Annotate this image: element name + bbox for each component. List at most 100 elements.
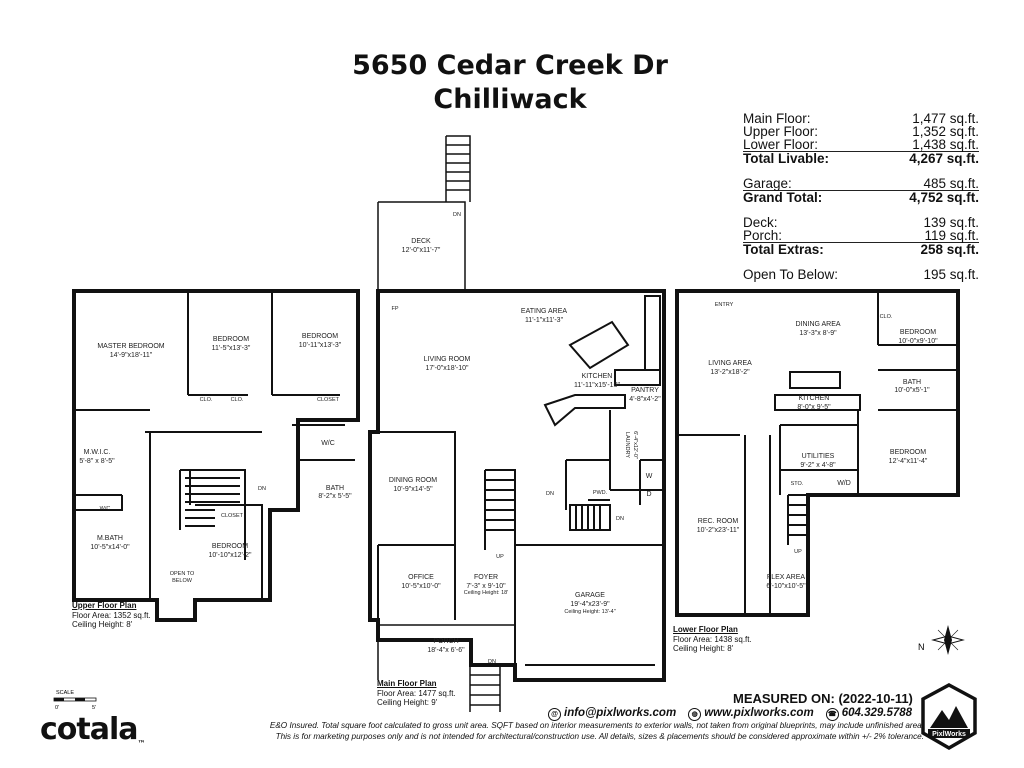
kitchen-size: 11'-11"x15'-10" bbox=[574, 382, 620, 389]
open-to-below-label: OPEN TO bbox=[170, 571, 195, 577]
area-value: 195 sq.ft. bbox=[923, 267, 979, 282]
garage-label: GARAGE bbox=[575, 592, 605, 599]
compass-north-label: N bbox=[918, 642, 925, 652]
deck-dn-label: DN bbox=[453, 212, 461, 218]
deck-size: 12'-0"x11'-7" bbox=[402, 247, 441, 254]
upper-clo2-label: CLO. bbox=[231, 397, 244, 403]
upper-interior-walls bbox=[74, 291, 355, 600]
deck-outline bbox=[377, 201, 466, 291]
area-label: Main Floor: bbox=[743, 111, 811, 126]
office-label: OFFICE bbox=[408, 574, 434, 581]
phone-contact[interactable]: ☎604.329.5788 bbox=[825, 707, 913, 721]
entry-label: ENTRY bbox=[715, 302, 734, 308]
scale-bar: SCALE 0' 5' bbox=[53, 690, 97, 711]
upper-clo1-label: CLO. bbox=[200, 397, 213, 403]
lower-room-labels: ENTRY DINING AREA 13'-3"x 8'-9" LIVING A… bbox=[697, 302, 938, 590]
upper-bedroom1-label: BEDROOM bbox=[213, 336, 249, 343]
main-room-labels: DECK 12'-0"x11'-7" EATING AREA 11'-1"x11… bbox=[389, 212, 661, 665]
lower-kitchen-island bbox=[774, 371, 861, 411]
main-interior-walls bbox=[377, 410, 664, 680]
email-icon: @ bbox=[548, 708, 561, 721]
upper-bedroom3-label: BEDROOM bbox=[212, 543, 248, 550]
main-caption-ceiling: Ceiling Height: 9' bbox=[377, 698, 438, 707]
upper-bedroom1-size: 11'-5"x13'-3" bbox=[212, 345, 251, 352]
kitchen-label: KITCHEN bbox=[582, 373, 613, 380]
upper-room-labels: MASTER BEDROOM 14'-9"x18'-11" BEDROOM 11… bbox=[79, 333, 352, 584]
contact-info: @info@pixlworks.com ◍www.pixlworks.com ☎… bbox=[548, 707, 912, 721]
main-caption-area: Floor Area: 1477 sq.ft. bbox=[377, 688, 456, 698]
lower-bedroom2-label: BEDROOM bbox=[890, 449, 926, 456]
upper-caption-title: Upper Floor Plan bbox=[72, 601, 137, 610]
deck-label: DECK bbox=[411, 238, 431, 245]
upper-floor-caption: Upper Floor Plan Floor Area: 1352 sq.ft.… bbox=[72, 601, 151, 630]
phone-icon: ☎ bbox=[825, 708, 839, 721]
area-row: Main Floor:1,477 sq.ft. bbox=[743, 111, 979, 126]
main-caption-title: Main Floor Plan bbox=[377, 679, 437, 688]
rec-room-label: REC. ROOM bbox=[698, 518, 739, 525]
porch-label: PORCH bbox=[433, 638, 458, 645]
living-room-size: 17'-0"x18'-10" bbox=[425, 365, 469, 372]
lower-bedroom1-size: 10'-0"x9'-10" bbox=[898, 338, 938, 345]
email-text: info@pixlworks.com bbox=[564, 707, 677, 719]
area-row: Deck: 139 sq.ft. bbox=[743, 215, 979, 230]
flex-area-label: FLEX AREA bbox=[767, 574, 805, 581]
rec-room-size: 10'-2"x23'-11" bbox=[697, 527, 740, 534]
area-value: 4,267 sq.ft. bbox=[909, 151, 979, 166]
lower-clo-label: CLO. bbox=[880, 314, 893, 320]
area-row: Upper Floor:1,352 sq.ft. bbox=[743, 124, 979, 139]
lower-bath-label: BATH bbox=[903, 379, 921, 386]
lower-caption-area: Floor Area: 1438 sq.ft. bbox=[673, 634, 752, 644]
area-value: 258 sq.ft. bbox=[920, 242, 979, 257]
lower-living-size: 13'-2"x18'-2" bbox=[710, 369, 750, 376]
open-to-below-label2: BELOW bbox=[172, 578, 193, 584]
lower-living-label: LIVING AREA bbox=[708, 360, 752, 367]
phone-text: 604.329.5788 bbox=[841, 707, 913, 719]
main-stairs bbox=[484, 469, 611, 550]
kitchen-island bbox=[543, 320, 630, 427]
logo-text: PixlWorks bbox=[932, 731, 966, 738]
area-label: Upper Floor: bbox=[743, 124, 819, 139]
upper-bedroom3-size: 10'-10"x12'-2" bbox=[208, 552, 252, 559]
globe-icon: ◍ bbox=[688, 708, 702, 721]
washer-label: W bbox=[646, 473, 653, 480]
web-contact[interactable]: ◍www.pixlworks.com bbox=[688, 707, 814, 721]
dining-room-label: DINING ROOM bbox=[389, 477, 437, 484]
lower-kitchen-size: 8'-0"x 9'-5" bbox=[797, 404, 831, 411]
email-contact[interactable]: @info@pixlworks.com bbox=[548, 707, 676, 721]
scale-max: 5' bbox=[92, 705, 96, 711]
fireplace-label: FP bbox=[391, 306, 398, 312]
lower-bath-size: 10'-0"x5'-1" bbox=[894, 387, 930, 394]
area-label: Grand Total: bbox=[743, 190, 823, 205]
lower-floor-caption: Lower Floor Plan Floor Area: 1438 sq.ft.… bbox=[673, 625, 752, 654]
area-label: Total Livable: bbox=[743, 151, 830, 166]
area-row: Lower Floor:1,438 sq.ft. bbox=[743, 137, 979, 152]
lower-up-label: UP bbox=[794, 549, 802, 555]
master-bath-size: 10'-5"x14'-0" bbox=[90, 544, 130, 551]
dryer-label: D bbox=[646, 491, 651, 498]
area-total-row: Total Livable: 4,267 sq.ft. bbox=[743, 151, 979, 165]
area-row: Porch:119 sq.ft. bbox=[743, 229, 979, 243]
disclaimer-line1: E&O Insured. Total square foot calculate… bbox=[269, 721, 924, 730]
area-label: Deck: bbox=[743, 215, 778, 230]
washer-dryer-label: W/D bbox=[837, 480, 851, 487]
area-total-row: Total Extras:258 sq.ft. bbox=[743, 242, 979, 256]
web-text: www.pixlworks.com bbox=[704, 707, 814, 719]
area-value: 139 sq.ft. bbox=[923, 215, 979, 230]
lower-dining-size: 13'-3"x 8'-9" bbox=[799, 330, 837, 337]
area-label: Garage: bbox=[743, 176, 792, 191]
area-value: 1,438 sq.ft. bbox=[912, 137, 979, 152]
kitchen-counter bbox=[614, 295, 661, 386]
area-value: 485 sq.ft. bbox=[923, 176, 979, 191]
master-bath-label: M.BATH bbox=[97, 535, 123, 542]
upper-bedroom2-label: BEDROOM bbox=[302, 333, 338, 340]
eating-area-label: EATING AREA bbox=[521, 308, 567, 315]
disclaimer-text: E&O Insured. Total square foot calculate… bbox=[204, 720, 924, 742]
upper-floor-outer-wall bbox=[72, 289, 360, 622]
pantry-label: PANTRY bbox=[631, 387, 659, 394]
lower-bedroom1-label: BEDROOM bbox=[900, 329, 936, 336]
upper-closet1-label: CLOSET bbox=[317, 397, 340, 403]
walk-in-closet-label: M.W.I.C. bbox=[84, 449, 111, 456]
upper-bedroom2-size: 10'-11"x13'-3" bbox=[299, 342, 342, 349]
porch-size: 18'-4"x 6'-6" bbox=[427, 647, 465, 654]
